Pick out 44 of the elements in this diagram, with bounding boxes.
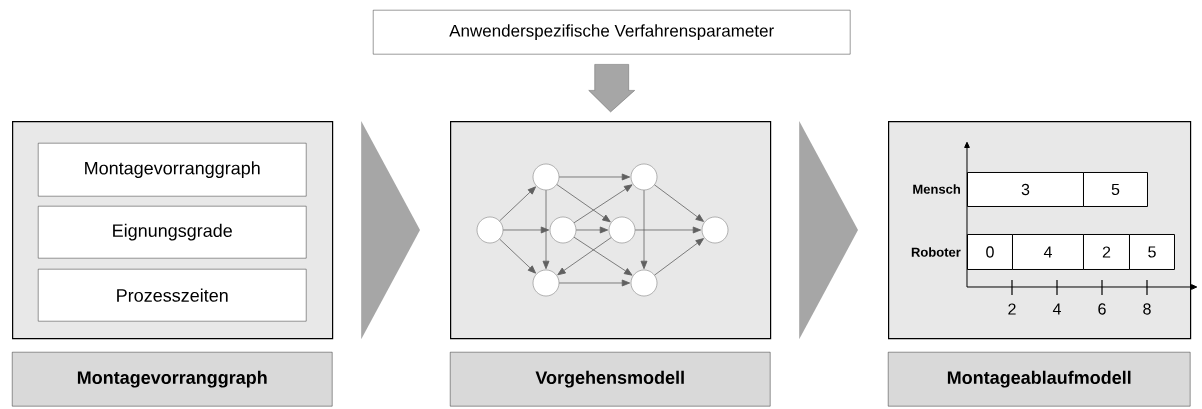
caption-box: Montageablaufmodell <box>888 352 1191 407</box>
arrow <box>542 189 550 270</box>
graph-node <box>549 216 577 244</box>
block-arrow <box>361 121 420 340</box>
arrow <box>558 279 631 287</box>
input-box: Prozesszeiten <box>38 269 307 322</box>
bar-segment: 5 <box>1083 172 1148 207</box>
arrow <box>557 237 612 276</box>
graph-node <box>608 216 636 244</box>
arrow <box>654 184 704 222</box>
tick-label: 2 <box>1008 303 1016 315</box>
graph-node <box>701 216 729 244</box>
tick-label: 6 <box>1098 303 1106 315</box>
bar-segment: 4 <box>1012 234 1084 270</box>
bar-segment: 5 <box>1129 234 1175 270</box>
arrow <box>499 186 536 222</box>
arrow <box>573 184 633 224</box>
parameter-box: Anwenderspezifische Verfahrensparameter <box>373 10 851 55</box>
input-box: Montagevorranggraph <box>38 143 307 197</box>
arrow <box>575 226 609 234</box>
block-arrow <box>588 64 635 113</box>
graph-node <box>532 269 560 297</box>
arrow <box>556 184 611 223</box>
panel <box>450 121 772 340</box>
tick-label: 8 <box>1143 303 1151 315</box>
graph-node <box>630 269 658 297</box>
caption-box: Vorgehensmodell <box>450 352 771 407</box>
arrow <box>502 226 550 234</box>
caption-box: Montagevorranggraph <box>12 352 333 407</box>
arrow <box>654 238 704 276</box>
bar-segment: 0 <box>967 234 1013 270</box>
bar-segment: 2 <box>1083 234 1130 270</box>
bar-segment: 3 <box>967 172 1084 207</box>
graph-node <box>476 216 504 244</box>
graph-node <box>630 163 658 191</box>
block-arrow <box>799 121 858 340</box>
tick-label: 4 <box>1052 303 1061 315</box>
arrow <box>640 189 648 270</box>
arrow <box>573 236 633 276</box>
arrow <box>499 238 536 274</box>
arrow <box>558 173 631 181</box>
arrow <box>634 226 702 234</box>
graph-node <box>532 163 560 191</box>
input-box: Eignungsgrade <box>38 206 307 259</box>
